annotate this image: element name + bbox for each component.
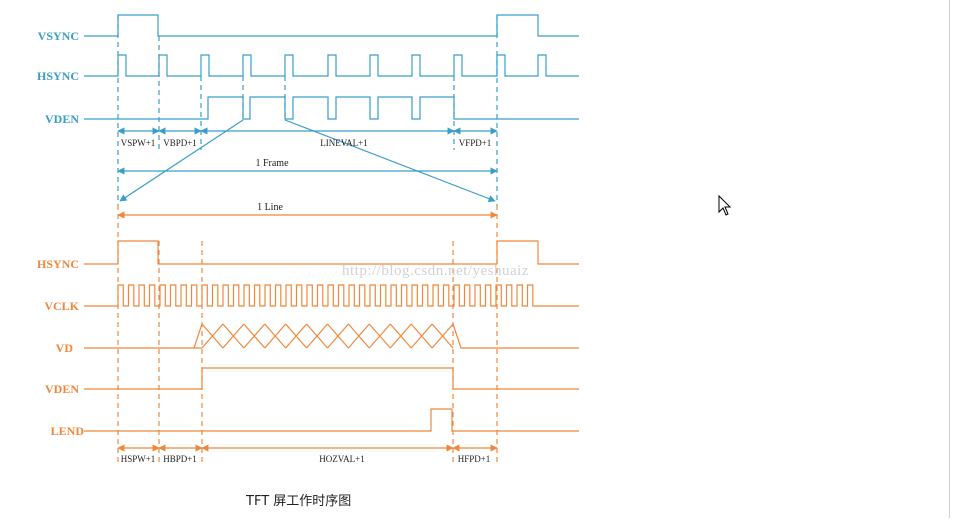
horizontal-segment-labels: 1 Line HSPW+1 HBPD+1 HOZVAL+1 HFPD+1 [121,202,491,464]
horizontal-guides [117,205,498,462]
vertical-segment-labels: VSPW+1 VBPD+1 LINEVAL+1 VFPD+1 1 Frame [121,138,492,169]
window-edge [949,0,950,518]
signal-label-hsync-line: HSYNC [37,257,79,271]
vd-waveform [84,323,579,349]
signal-label-vclk: VCLK [44,299,79,313]
segment-label-hbpd: HBPD+1 [163,454,197,464]
segment-label-lineval: LINEVAL+1 [320,138,367,148]
signal-label-vd: VD [56,341,74,355]
vclk-waveform [84,284,579,307]
signal-label-vden-line: VDEN [45,382,79,396]
vden-vertical-waveform [84,96,579,120]
horizontal-timing-section [84,205,579,462]
hsync-waveform [84,54,579,77]
vertical-guides [117,15,498,205]
segment-label-vfpd: VFPD+1 [459,138,492,148]
horizontal-labels: HSYNC VCLK VD VDEN LEND [37,257,84,438]
segment-label-vbpd: VBPD+1 [163,138,197,148]
line-span-label: 1 Line [257,202,283,213]
vertical-timing-section [84,14,579,205]
segment-label-hfpd: HFPD+1 [458,454,491,464]
vertical-labels: VSYNC HSYNC VDEN [37,29,79,126]
watermark: http://blog.csdn.net/yeshuaiz [342,263,529,279]
segment-label-vspw: VSPW+1 [121,138,156,148]
signal-label-vden: VDEN [45,112,79,126]
signal-label-hsync: HSYNC [37,69,79,83]
signal-label-lend: LEND [51,424,85,438]
frame-span-label: 1 Frame [255,158,289,169]
vertical-segment-arrows [117,127,498,175]
figure-caption: TFT 屏工作时序图 [245,494,351,509]
vsync-waveform [84,14,579,37]
mouse-pointer-icon [718,194,732,216]
lend-waveform [84,408,579,432]
signal-label-vsync: VSYNC [38,29,79,43]
hsync-line-waveform [84,240,579,265]
zoom-connectors [119,119,496,203]
segment-label-hspw: HSPW+1 [121,454,156,464]
vden-line-waveform [84,367,579,390]
segment-label-hozval: HOZVAL+1 [319,454,364,464]
